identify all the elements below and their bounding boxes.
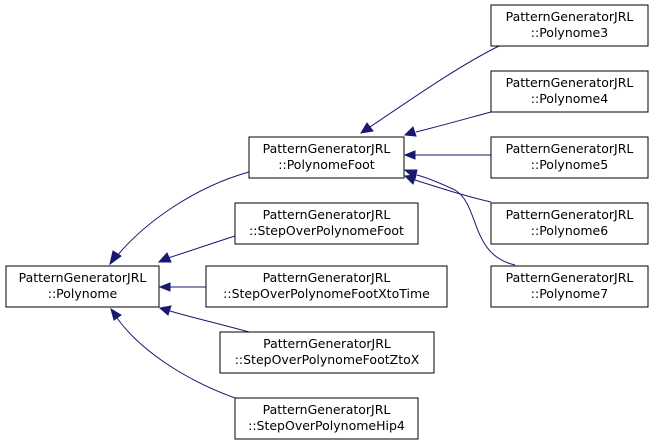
edge-polynome6-to-polynome-foot	[403, 174, 492, 203]
node-step-over-polynome-foot-x-to-time[interactable]: PatternGeneratorJRL ::StepOverPolynomeFo…	[205, 265, 448, 308]
node-polynome3-classname: ::Polynome3	[531, 25, 608, 40]
node-polynome4[interactable]: PatternGeneratorJRL ::Polynome4	[490, 70, 649, 113]
node-polynome6[interactable]: PatternGeneratorJRL ::Polynome6	[490, 202, 649, 245]
node-step-over-polynome-foot-z-to-x-namespace: PatternGeneratorJRL	[263, 336, 391, 351]
node-step-over-polynome-foot-z-to-x[interactable]: PatternGeneratorJRL ::StepOverPolynomeFo…	[219, 331, 435, 374]
node-step-over-polynome-hip4[interactable]: PatternGeneratorJRL ::StepOverPolynomeHi…	[234, 397, 419, 440]
node-polynome4-classname: ::Polynome4	[531, 91, 608, 106]
node-polynome[interactable]: PatternGeneratorJRL ::Polynome	[5, 265, 160, 308]
node-polynome6-classname: ::Polynome6	[531, 223, 608, 238]
node-polynome-foot-classname: ::PolynomeFoot	[278, 157, 375, 172]
edge-polynome7-to-polynome-foot	[403, 169, 516, 266]
edge-polynome-foot-to-polynome	[109, 171, 250, 266]
edge-step-over-polynome-hip4-to-polynome	[110, 307, 236, 399]
node-polynome7[interactable]: PatternGeneratorJRL ::Polynome7	[490, 265, 649, 308]
node-step-over-polynome-hip4-namespace: PatternGeneratorJRL	[263, 402, 391, 417]
node-step-over-polynome-foot[interactable]: PatternGeneratorJRL ::StepOverPolynomeFo…	[234, 202, 419, 245]
edge-polynome3-to-polynome-foot	[360, 44, 502, 134]
edge-step-over-polynome-foot-z-to-x-to-polynome	[158, 305, 250, 333]
node-polynome5-namespace: PatternGeneratorJRL	[506, 141, 634, 156]
node-step-over-polynome-foot-classname: ::StepOverPolynomeFoot	[249, 223, 404, 238]
node-polynome3[interactable]: PatternGeneratorJRL ::Polynome3	[490, 4, 649, 47]
node-step-over-polynome-hip4-classname: ::StepOverPolynomeHip4	[248, 418, 405, 433]
node-polynome-foot[interactable]: PatternGeneratorJRL ::PolynomeFoot	[248, 136, 405, 179]
edge-polynome5-to-polynome-foot	[403, 150, 491, 160]
node-polynome7-classname: ::Polynome7	[531, 286, 608, 301]
node-polynome-classname: ::Polynome	[48, 286, 118, 301]
edge-step-over-polynome-foot-x-to-time-to-polynome	[158, 282, 206, 292]
node-polynome7-namespace: PatternGeneratorJRL	[506, 270, 634, 285]
node-step-over-polynome-foot-x-to-time-namespace: PatternGeneratorJRL	[263, 270, 391, 285]
node-polynome-foot-namespace: PatternGeneratorJRL	[263, 141, 391, 156]
node-polynome-namespace: PatternGeneratorJRL	[19, 270, 147, 285]
node-polynome4-namespace: PatternGeneratorJRL	[506, 75, 634, 90]
edge-step-over-polynome-foot-to-polynome	[157, 235, 236, 263]
node-polynome3-namespace: PatternGeneratorJRL	[506, 9, 634, 24]
node-step-over-polynome-foot-namespace: PatternGeneratorJRL	[263, 207, 391, 222]
edge-polynome4-to-polynome-foot	[403, 111, 492, 137]
node-polynome5-classname: ::Polynome5	[531, 157, 608, 172]
node-polynome6-namespace: PatternGeneratorJRL	[506, 207, 634, 222]
node-step-over-polynome-foot-z-to-x-classname: ::StepOverPolynomeFootZtoX	[235, 352, 420, 367]
node-step-over-polynome-foot-x-to-time-classname: ::StepOverPolynomeFootXtoTime	[223, 286, 430, 301]
node-polynome5[interactable]: PatternGeneratorJRL ::Polynome5	[490, 136, 649, 179]
